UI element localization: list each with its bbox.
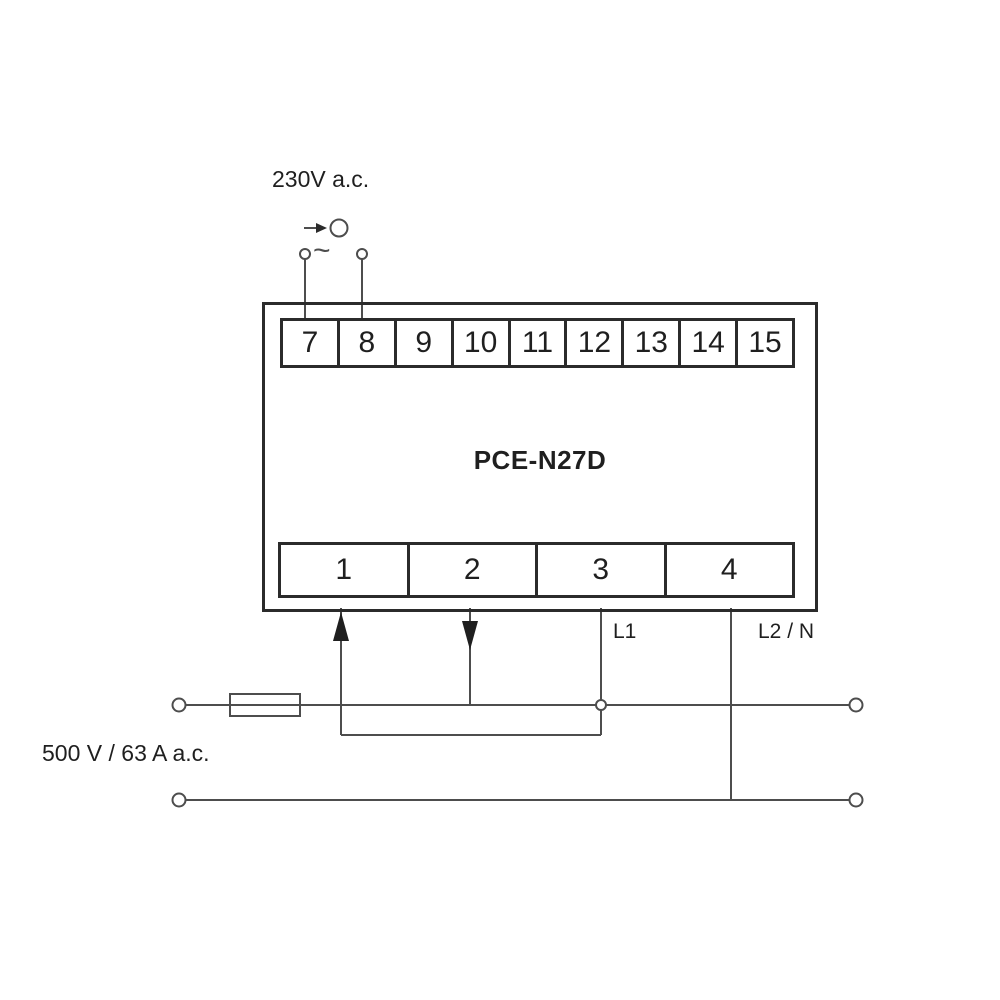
device-model-label: PCE-N27D xyxy=(473,445,607,475)
neutral-input-terminal-icon xyxy=(171,792,187,808)
top-terminal-strip: 7 8 9 10 11 12 13 14 15 xyxy=(280,318,795,368)
terminal-11: 11 xyxy=(507,321,565,365)
device-box: 7 8 9 10 11 12 13 14 15 PCE-N27D 1 2 3 4 xyxy=(262,302,818,612)
terminal-15: 15 xyxy=(735,321,792,365)
terminal-1: 1 xyxy=(335,553,353,586)
wire-label-l1: L1 xyxy=(613,620,637,643)
supply-terminal-left-icon xyxy=(299,248,311,260)
junction-node-icon xyxy=(595,699,607,711)
supply-terminal-right-icon xyxy=(356,248,368,260)
phase-output-terminal-icon xyxy=(848,697,864,713)
ac-tilde-symbol: ~ xyxy=(313,234,331,267)
terminal-2: 2 xyxy=(406,545,536,595)
terminal-3: 3 xyxy=(535,545,664,595)
supply-voltage-label: 230V a.c. xyxy=(272,166,370,192)
terminal-8: 8 xyxy=(336,321,394,365)
current-up-arrow-icon xyxy=(333,612,349,641)
terminal-10: 10 xyxy=(450,321,508,365)
current-down-arrow-icon xyxy=(462,621,478,650)
phase-input-terminal-icon xyxy=(171,697,187,713)
plug-circle-icon xyxy=(329,218,349,238)
terminal-12: 12 xyxy=(564,321,621,365)
neutral-output-terminal-icon xyxy=(848,792,864,808)
terminal-9: 9 xyxy=(393,321,451,365)
terminal-13: 13 xyxy=(621,321,678,365)
terminal-7: 7 xyxy=(301,326,319,359)
bottom-terminal-strip: 1 2 3 4 xyxy=(278,542,795,598)
rating-label: 500 V / 63 A a.c. xyxy=(42,740,210,766)
plug-arrowhead-icon xyxy=(316,223,327,233)
terminal-14: 14 xyxy=(678,321,735,365)
wire-label-l2n: L2 / N xyxy=(758,620,815,643)
terminal-4: 4 xyxy=(663,545,793,595)
